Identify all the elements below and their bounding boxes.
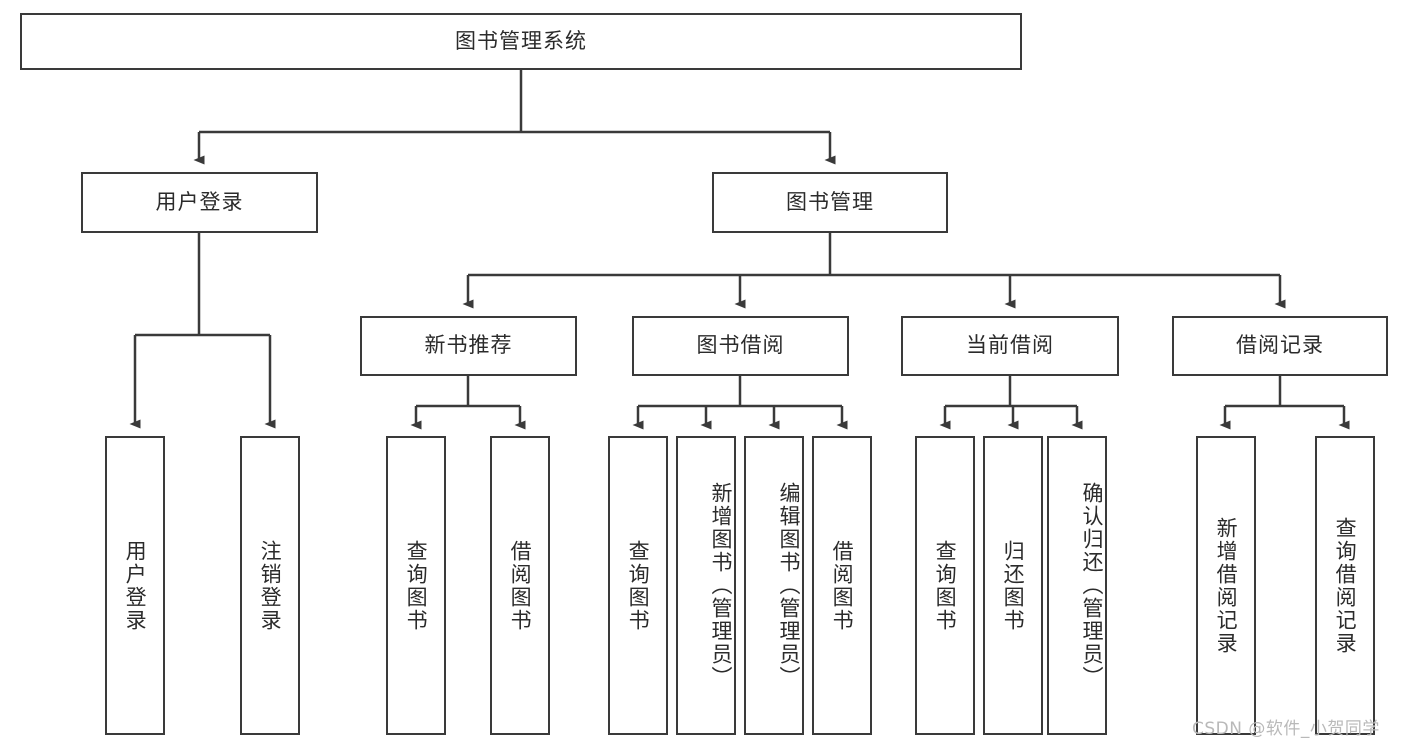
- node-leaf-return-book-label: 归还图书: [1001, 539, 1026, 632]
- node-current-borrow[interactable]: 当前借阅: [901, 316, 1119, 376]
- node-leaf-return-book[interactable]: 归还图书: [983, 436, 1043, 735]
- node-leaf-query-book-2-label: 查询图书: [626, 539, 651, 632]
- node-user-login-label: 用户登录: [155, 189, 244, 214]
- node-new-book-rec[interactable]: 新书推荐: [360, 316, 577, 376]
- node-leaf-borrow-book-2-label: 借阅图书: [830, 539, 855, 632]
- node-leaf-borrow-book-1-label: 借阅图书: [508, 539, 533, 632]
- node-user-login[interactable]: 用户登录: [81, 172, 318, 233]
- node-leaf-user-logout[interactable]: 注销登录: [240, 436, 300, 735]
- node-leaf-query-book-3-label: 查询图书: [933, 539, 958, 632]
- node-leaf-query-book-2[interactable]: 查询图书: [608, 436, 668, 735]
- node-book-borrow[interactable]: 图书借阅: [632, 316, 849, 376]
- node-book-manage[interactable]: 图书管理: [712, 172, 948, 233]
- node-book-manage-label: 图书管理: [786, 189, 874, 214]
- node-leaf-query-book-1[interactable]: 查询图书: [386, 436, 446, 735]
- node-current-borrow-label: 当前借阅: [966, 333, 1054, 358]
- node-leaf-edit-book[interactable]: 编辑图书（管理员）: [744, 436, 804, 735]
- node-leaf-query-book-1-label: 查询图书: [404, 539, 429, 632]
- node-leaf-confirm-return[interactable]: 确认归还（管理员）: [1047, 436, 1107, 735]
- node-root-label: 图书管理系统: [455, 28, 587, 53]
- node-leaf-add-book-label: 新增图书（管理员）: [709, 482, 733, 689]
- node-leaf-query-book-3[interactable]: 查询图书: [915, 436, 975, 735]
- csdn-watermark: CSDN @软件_小贺同学: [1192, 719, 1380, 739]
- node-leaf-confirm-return-label: 确认归还（管理员）: [1080, 482, 1104, 689]
- node-root[interactable]: 图书管理系统: [20, 13, 1022, 70]
- node-leaf-query-record[interactable]: 查询借阅记录: [1315, 436, 1375, 735]
- node-book-borrow-label: 图书借阅: [696, 333, 785, 358]
- node-leaf-query-record-label: 查询借阅记录: [1333, 516, 1358, 655]
- node-leaf-add-book[interactable]: 新增图书（管理员）: [676, 436, 736, 735]
- node-leaf-add-record[interactable]: 新增借阅记录: [1196, 436, 1256, 735]
- node-leaf-user-login-label: 用户登录: [123, 539, 148, 632]
- node-leaf-user-logout-label: 注销登录: [258, 539, 283, 632]
- node-borrow-record-label: 借阅记录: [1236, 333, 1324, 358]
- node-new-book-rec-label: 新书推荐: [424, 333, 513, 358]
- node-leaf-borrow-book-1[interactable]: 借阅图书: [490, 436, 550, 735]
- node-borrow-record[interactable]: 借阅记录: [1172, 316, 1388, 376]
- node-leaf-add-record-label: 新增借阅记录: [1214, 516, 1239, 655]
- node-leaf-user-login[interactable]: 用户登录: [105, 436, 165, 735]
- node-leaf-borrow-book-2[interactable]: 借阅图书: [812, 436, 872, 735]
- node-leaf-edit-book-label: 编辑图书（管理员）: [777, 482, 801, 689]
